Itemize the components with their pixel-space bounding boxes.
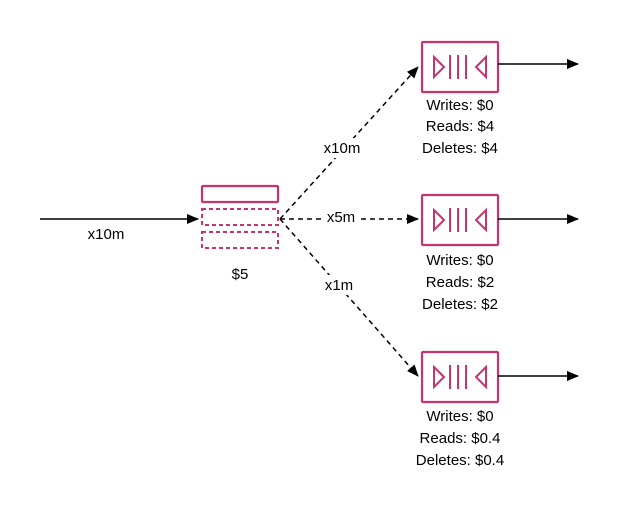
queue-icon [420,193,500,247]
queue-icon [420,40,500,94]
branch-edge-label: x10m [324,140,361,157]
reads-cost: Reads: $4 [426,118,494,135]
topic-node [200,184,280,249]
topic-dashed-slot [201,231,279,249]
deletes-cost: Deletes: $2 [422,296,498,313]
topic-dashed-slot [201,208,279,226]
topic-cost: $5 [232,266,249,283]
topic-bar [200,184,280,204]
deletes-cost: Deletes: $0.4 [416,452,504,469]
branch-edge-label: x5m [327,209,355,226]
reads-cost: Reads: $2 [426,274,494,291]
writes-cost: Writes: $0 [426,252,493,269]
writes-cost: Writes: $0 [426,97,493,114]
deletes-cost: Deletes: $4 [422,140,498,157]
writes-cost: Writes: $0 [426,408,493,425]
reads-cost: Reads: $0.4 [420,430,501,447]
branch-edge-label: x1m [325,277,353,294]
input-arrow-label: x10m [88,226,125,243]
queue-icon [420,350,500,404]
branch-edge-3 [279,218,419,377]
